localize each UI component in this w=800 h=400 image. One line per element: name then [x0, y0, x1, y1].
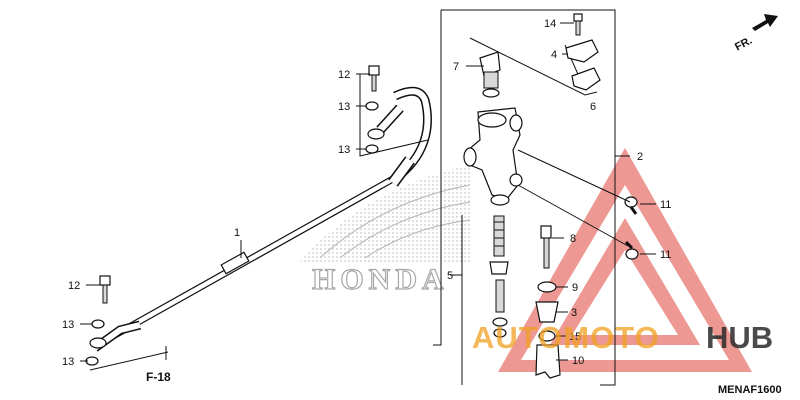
label-10: 10: [572, 355, 584, 367]
label-14: 14: [544, 18, 556, 30]
label-4: 4: [551, 49, 557, 61]
label-12-b: 12: [68, 280, 80, 292]
master-cylinder-body: [463, 107, 523, 206]
bolt-12-top: [368, 65, 380, 92]
label-13-b: 13: [338, 144, 350, 156]
automotohub-watermark: AUTOMOTO HUB: [472, 320, 773, 355]
label-13-c: 13: [62, 319, 74, 331]
boot-3: [535, 301, 559, 323]
joint-10: [535, 344, 561, 379]
hub-watermark-text: HUB: [706, 320, 773, 355]
label-15: 15: [569, 331, 581, 343]
honda-wing-watermark: HONDA: [300, 165, 471, 297]
label-9: 9: [572, 282, 578, 294]
bolt-11-a: [624, 196, 638, 215]
front-direction-indicator: FR.: [733, 14, 778, 54]
label-12-a: 12: [338, 69, 350, 81]
label-13-d: 13: [62, 356, 74, 368]
assembly-frame: [433, 9, 630, 386]
cover-4: [565, 39, 599, 63]
label-5: 5: [447, 270, 453, 282]
bolt-12-bottom: [99, 275, 111, 304]
pin-8: [540, 225, 552, 269]
automoto-watermark-text: AUTOMOTO: [472, 320, 660, 355]
label-13-a: 13: [338, 101, 350, 113]
label-7: 7: [453, 61, 459, 73]
label-11-b: 11: [660, 249, 671, 261]
label-11-a: 11: [660, 199, 671, 211]
gasket-6: [571, 67, 601, 91]
reference-tag: F-18: [146, 370, 171, 384]
clip-9: [537, 281, 557, 293]
triangle-watermark: [498, 148, 752, 372]
front-arrow-icon: [752, 14, 778, 31]
part-labels: 1 2 3 4 5 6 7 8 9 10 11 11 12 12 13 13 1…: [62, 18, 671, 368]
brake-hose: [89, 86, 432, 352]
washer-13-a: [365, 101, 379, 111]
reservoir-joint-7: [479, 51, 501, 98]
label-1: 1: [234, 227, 240, 239]
label-6: 6: [590, 101, 596, 113]
front-direction-label: FR.: [733, 35, 754, 54]
push-rod-5: [489, 215, 509, 338]
screw-14: [573, 13, 583, 36]
label-2: 2: [637, 151, 643, 163]
nut-15: [538, 330, 556, 342]
honda-watermark-text: HONDA: [312, 263, 449, 296]
washer-13-c: [91, 319, 105, 329]
label-3: 3: [571, 307, 577, 319]
diagram-code: MENAF1600: [718, 384, 782, 396]
bolt-11-b: [624, 240, 639, 260]
leader-lines: [80, 22, 656, 371]
label-8: 8: [570, 233, 576, 245]
